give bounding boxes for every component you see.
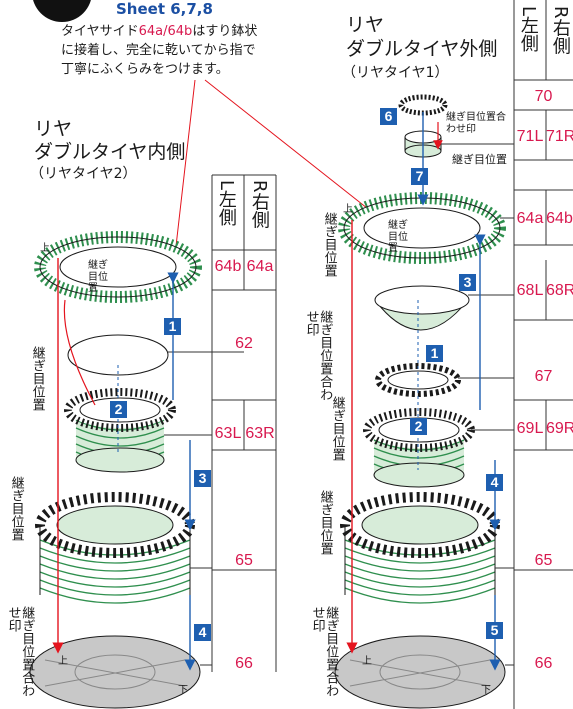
outer-step-5: 5 <box>486 622 503 639</box>
inner-disc <box>67 334 169 376</box>
outer-step-1: 1 <box>426 345 443 362</box>
inner-tire-body <box>35 492 195 604</box>
outer-seam-side: 継ぎ目位置 <box>321 212 337 277</box>
part-68L: 68L <box>516 282 544 299</box>
part-70: 70 <box>534 88 553 105</box>
note-pre: タイヤサイド <box>61 24 139 39</box>
part-69L: 69L <box>516 420 544 437</box>
outer-parts-table <box>513 0 573 709</box>
outer-top-mark: 上 <box>343 204 353 215</box>
note-part-number: 64a/64b <box>138 24 193 39</box>
inner-tire-side <box>34 231 202 303</box>
outer-col-left-header: L左側 <box>517 6 539 53</box>
note-post: はすり鉢状 <box>192 24 258 39</box>
outer-align-mid: 継ぎ目位置合わせ印 <box>303 310 333 401</box>
part-71L: 71L <box>516 128 544 145</box>
outer-step-3: 3 <box>459 274 476 291</box>
outer-seam-position: 継ぎ目位置 <box>452 153 507 166</box>
outer-seam-on-tire: 継ぎ目位置 <box>388 220 408 254</box>
outer-seam-lower: 継ぎ目位置 <box>329 396 345 461</box>
inner-top-mark: 上 <box>40 243 50 254</box>
part-71R: 71R <box>546 128 573 145</box>
outer-step-2: 2 <box>410 418 427 435</box>
inner-col-left-header: L左側 <box>215 180 237 227</box>
outer-tire-body <box>340 492 500 604</box>
inner-parts-table <box>211 174 277 672</box>
part-69R: 69R <box>546 420 573 437</box>
note-line-1: タイヤサイド64a/64bはすり鉢状 <box>61 25 257 38</box>
outer-tire-side <box>338 192 506 264</box>
inner-step-3: 3 <box>194 470 211 487</box>
part-62: 62 <box>235 335 253 352</box>
note-line-2: に接着し、完全に乾いてから指で <box>61 43 256 58</box>
part-64a: 64a <box>246 258 274 275</box>
outer-col-right-header: R右側 <box>549 6 571 55</box>
sheet-label: Sheet 6,7,8 <box>116 0 213 18</box>
inner-base-plate <box>29 635 201 709</box>
part-63R: 63R <box>245 425 275 442</box>
part-66-outer: 66 <box>534 655 553 672</box>
part-64b: 64b <box>214 258 242 275</box>
inner-step-4: 4 <box>194 624 211 641</box>
outer-subtitle: （リヤタイヤ1） <box>342 65 449 81</box>
inner-subtitle: （リヤタイヤ2） <box>30 166 137 182</box>
inner-seam-side-2: 継ぎ目位置 <box>8 476 24 541</box>
inner-plate-top-mark: 上 <box>58 656 68 667</box>
outer-seam-lower-2: 継ぎ目位置 <box>317 490 333 555</box>
outer-cap <box>398 94 448 116</box>
part-65-inner: 65 <box>235 552 253 569</box>
outer-bottom-mark: 下 <box>481 685 491 696</box>
inner-step-1: 1 <box>164 318 181 335</box>
inner-step-2: 2 <box>110 401 127 418</box>
inner-col-right-header: R右側 <box>248 180 270 229</box>
outer-plate-top-mark: 上 <box>362 656 372 667</box>
sheet-marker-circle <box>33 0 91 22</box>
note-callout-right <box>204 79 373 213</box>
outer-title-1: リヤ <box>346 14 385 36</box>
outer-align-mark: 継ぎ目位置合わせ印 <box>309 606 339 697</box>
outer-step-6: 6 <box>380 108 397 125</box>
part-67: 67 <box>534 368 553 385</box>
inner-title-1: リヤ <box>34 118 73 140</box>
inner-align-mark: 継ぎ目位置合わせ印 <box>5 606 35 697</box>
part-64a-outer: 64a <box>516 210 544 227</box>
outer-seam-align-top: 継ぎ目位置合わせ印 <box>446 112 506 135</box>
inner-bottom-mark: 下 <box>178 685 188 696</box>
part-68R: 68R <box>546 282 573 299</box>
part-63L: 63L <box>214 425 242 442</box>
part-64b-outer: 64b <box>546 210 573 227</box>
note-callout-left <box>174 79 196 256</box>
outer-step-7: 7 <box>411 168 428 185</box>
inner-seam-on-tire: 継ぎ目位置 <box>88 260 108 294</box>
outer-step-4: 4 <box>486 474 503 491</box>
inner-title-2: ダブルタイヤ内側 <box>34 141 186 163</box>
part-65-outer: 65 <box>534 552 553 569</box>
outer-bowl <box>374 285 470 331</box>
part-66-inner: 66 <box>235 655 253 672</box>
inner-seam-side: 継ぎ目位置 <box>29 346 45 411</box>
outer-base-plate <box>334 635 506 709</box>
note-line-3: 丁寧にふくらみをつけます。 <box>61 62 229 77</box>
outer-title-2: ダブルタイヤ外側 <box>346 38 498 60</box>
